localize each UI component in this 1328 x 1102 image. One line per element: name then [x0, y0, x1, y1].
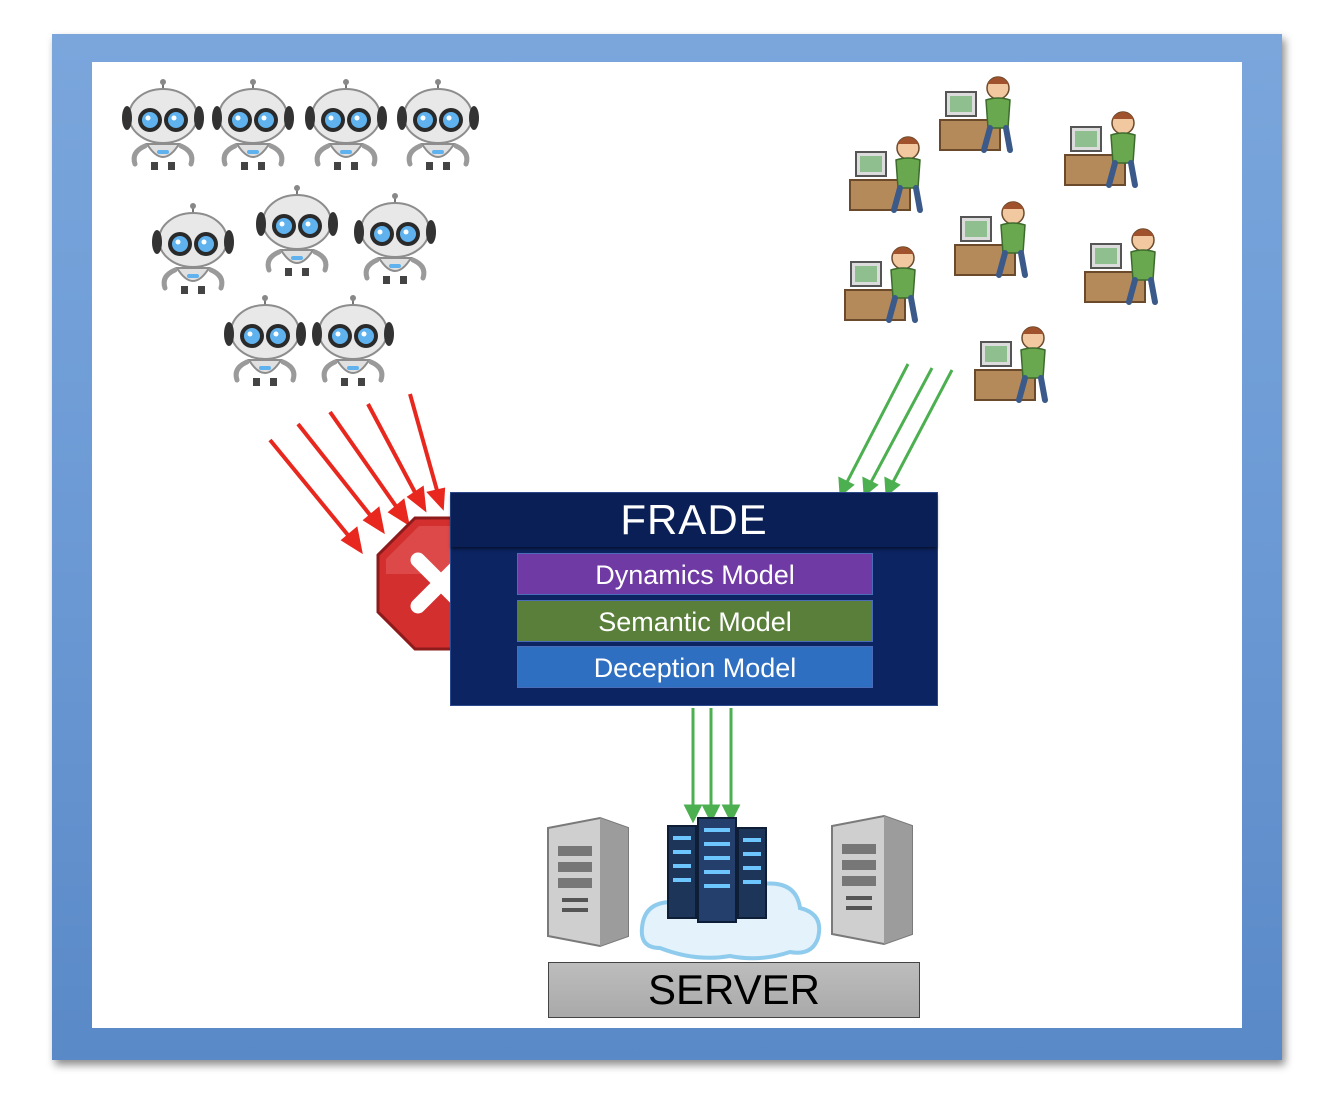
robot-icon	[224, 295, 306, 386]
server-tower-icon	[547, 817, 629, 947]
person-at-computer-icon	[1065, 112, 1135, 185]
semantic-model-block: Semantic Model	[517, 600, 873, 642]
server-label: SERVER	[548, 962, 920, 1018]
person-at-computer-icon	[975, 327, 1045, 400]
robot-icon	[354, 193, 436, 284]
robot-icon	[305, 79, 387, 170]
robot-icon	[122, 79, 204, 170]
robot-icon	[256, 185, 338, 276]
person-at-computer-icon	[850, 137, 920, 210]
person-at-computer-icon	[1085, 229, 1155, 302]
server-arrows	[683, 708, 741, 824]
person-at-computer-icon	[845, 247, 915, 320]
robot-icon	[212, 79, 294, 170]
dynamics-model-block: Dynamics Model	[517, 553, 873, 595]
human-arrows	[838, 363, 954, 498]
frade-title: FRADE	[451, 493, 937, 547]
person-at-computer-icon	[955, 202, 1025, 275]
deception-model-block: Deception Model	[517, 646, 873, 688]
robot-icon	[397, 79, 479, 170]
person-at-computer-icon	[940, 77, 1010, 150]
robot-icon	[152, 203, 234, 294]
cloud-datacenter-icon	[639, 817, 822, 961]
robot-icon	[312, 295, 394, 386]
frade-module: FRADE Dynamics Model Semantic Model Dece…	[450, 492, 938, 706]
bot-arrows	[268, 393, 446, 555]
server-tower-icon	[831, 815, 913, 945]
